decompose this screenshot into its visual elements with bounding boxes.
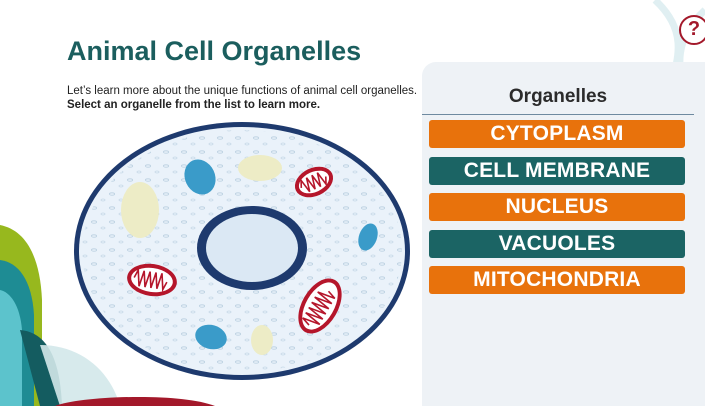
panel-divider <box>422 114 694 115</box>
organelle-button-nucleus[interactable]: NUCLEUS <box>429 193 685 221</box>
mitochondrion <box>294 166 334 198</box>
vacuole <box>358 223 378 251</box>
intro-description: Let’s learn more about the unique functi… <box>67 85 418 97</box>
panel-heading: Organelles <box>508 86 608 107</box>
vacuole <box>195 324 227 350</box>
organelle-button-vacuoles[interactable]: VACUOLES <box>429 229 685 258</box>
vesicle <box>251 325 273 355</box>
page-title: Animal Cell Organelles <box>67 36 362 66</box>
help-button[interactable]: ? <box>679 15 705 45</box>
vacuole <box>184 159 216 195</box>
organelle-button-cell-membrane[interactable]: CELL MEMBRANE <box>429 156 685 185</box>
organelle-button-mitochondria[interactable]: MITOCHONDRIA <box>429 266 685 294</box>
organelle-list: CYTOPLASM CELL MEMBRANE NUCLEUS VACUOLES… <box>429 120 685 303</box>
intro-text: Let’s learn more about the unique functi… <box>67 84 422 112</box>
organelle-button-cytoplasm[interactable]: CYTOPLASM <box>429 120 685 148</box>
vesicle <box>121 182 159 238</box>
mitochondrion <box>127 263 177 297</box>
mitochondrion <box>298 278 342 334</box>
animal-cell-illustration <box>74 122 410 380</box>
intro-instruction: Select an organelle from the list to lea… <box>67 99 321 111</box>
nucleus-interior <box>206 214 298 282</box>
vesicle <box>238 155 282 181</box>
